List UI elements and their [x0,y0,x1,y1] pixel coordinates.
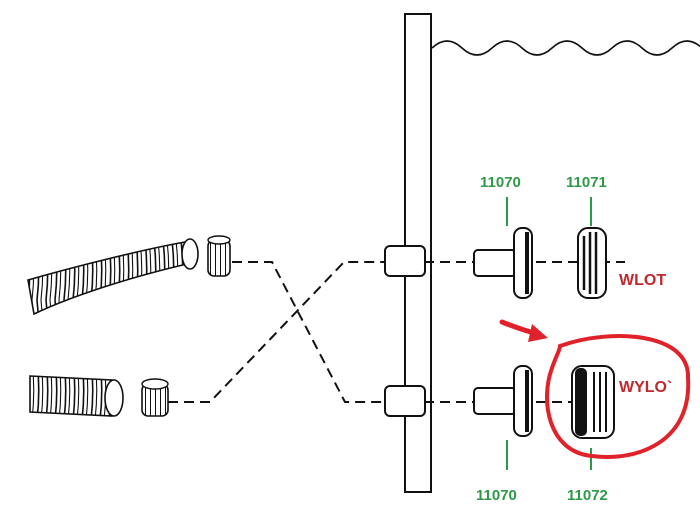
part-label-upper-fitting: 11070 [480,174,521,191]
water-surface [431,40,700,56]
highlight-circle [545,334,691,459]
lower-hose-clamp [141,378,169,417]
lower-strainer-cap [571,365,615,439]
lower-wall-fitting [384,385,426,417]
arrow-icon [499,319,548,342]
lower-strainer-fitting [473,365,533,437]
part-label-lower-cap: 11072 [567,487,608,504]
part-label-upper-cap: 11071 [566,174,607,191]
leader-lines [506,197,592,470]
upper-wall-fitting [384,245,426,277]
lower-hose [29,375,124,417]
upper-strainer-cap [577,227,607,299]
connection-lines [168,261,625,403]
outlet-label: WYLO` [619,379,672,396]
upper-strainer-fitting [473,227,533,299]
part-label-lower-fitting: 11070 [476,487,517,504]
inlet-label: WLOT [619,272,666,289]
upper-hose [27,238,199,316]
upper-hose-clamp [207,235,231,277]
